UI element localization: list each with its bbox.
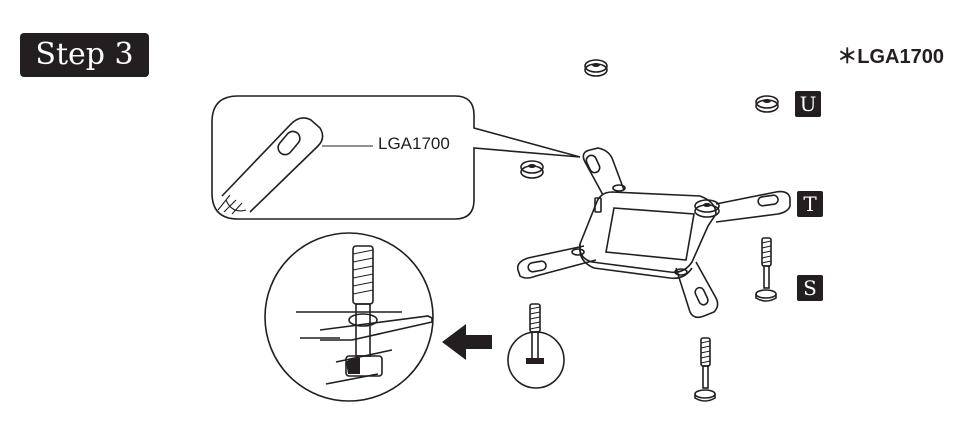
standoff-nut	[755, 95, 779, 113]
arrow-icon	[442, 324, 492, 360]
zoom-screw-head	[325, 349, 393, 385]
callout-label: LGA1700	[378, 134, 450, 153]
part-label-u: U	[795, 91, 821, 117]
screw	[755, 237, 777, 302]
zoom-plate	[296, 311, 433, 341]
step-badge: Step 3	[20, 33, 149, 77]
socket-note: ＊LGA1700	[837, 46, 944, 68]
part-label-t: T	[797, 191, 823, 217]
part-label-s: S	[797, 275, 823, 301]
zoom-screw	[352, 245, 374, 357]
screw-detail-circle	[507, 303, 565, 389]
standoff-nut	[520, 160, 544, 179]
slot-closeup	[217, 117, 324, 215]
zoom-circle	[264, 232, 434, 402]
screw	[694, 337, 716, 402]
slot-callout-box	[211, 95, 581, 220]
backplate	[516, 147, 791, 319]
standoff-nut	[584, 59, 608, 77]
